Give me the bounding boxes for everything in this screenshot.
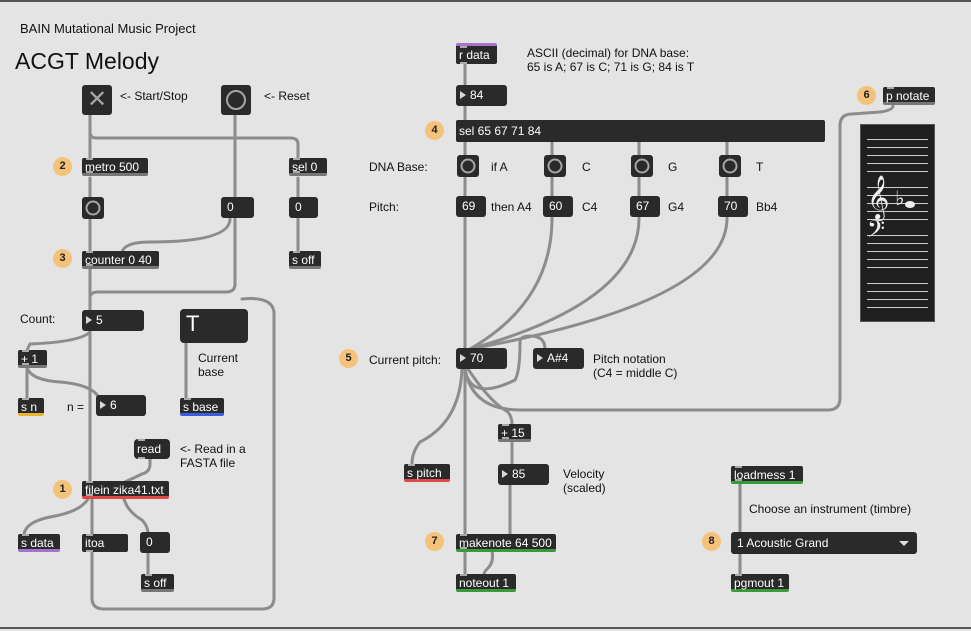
send-off-object[interactable]: s off <box>289 251 321 269</box>
bang-a-button[interactable] <box>457 155 479 177</box>
bang-t-button[interactable] <box>719 155 741 177</box>
makenote-object[interactable]: makenote 64 500 <box>456 534 556 552</box>
current-pitch-number[interactable]: 70 <box>456 348 507 369</box>
notation-staff: 𝄞 𝄢 ♭ <box>860 124 935 322</box>
counter-object[interactable]: counter 0 40 <box>82 251 159 269</box>
read-hint-label: <- Read in a FASTA file <box>180 442 246 470</box>
g4-label: G4 <box>668 200 685 214</box>
circle-icon <box>722 158 738 174</box>
if-a-label: if A <box>491 160 508 174</box>
sel-zero-object[interactable]: sel 0 <box>289 158 327 176</box>
current-base-display: T <box>180 309 248 343</box>
pitch-label: Pitch: <box>369 200 400 214</box>
step-badge-1: 1 <box>53 480 72 499</box>
send-off-object-2[interactable]: s off <box>141 574 174 592</box>
itoa-object[interactable]: itoa <box>82 534 128 552</box>
circle-icon <box>85 200 101 216</box>
then-a4-label: then A4 <box>491 200 532 214</box>
bang-button[interactable] <box>82 197 104 219</box>
velocity-number[interactable]: 85 <box>498 464 549 485</box>
treble-clef-icon: 𝄞 <box>867 175 890 219</box>
plus-one-object[interactable]: + 1 <box>18 350 47 368</box>
loadmess-object[interactable]: loadmess 1 <box>731 466 803 484</box>
current-base-label: Current base <box>198 351 239 379</box>
chevron-down-icon <box>899 541 909 546</box>
circle-icon <box>547 158 563 174</box>
dna-base-label: DNA Base: <box>369 160 428 174</box>
send-pitch-object[interactable]: s pitch <box>404 464 450 482</box>
reset-label: <- Reset <box>264 89 310 103</box>
plus-fifteen-object[interactable]: + 15 <box>498 424 531 442</box>
metro-object[interactable]: metro 500 <box>82 158 148 176</box>
g-label: G <box>668 160 678 174</box>
n-number-box[interactable]: 6 <box>96 395 146 416</box>
note-name-display[interactable]: A#4 <box>533 348 584 369</box>
receive-data-object[interactable]: r data <box>456 43 497 64</box>
bb4-label: Bb4 <box>756 200 778 214</box>
c4-label: C4 <box>582 200 598 214</box>
p-notate-object[interactable]: p notate <box>883 87 935 105</box>
pitch-g-number[interactable]: 67 <box>630 196 660 217</box>
instrument-menu-value: 1 Acoustic Grand <box>737 536 829 550</box>
note-head-icon <box>905 201 915 208</box>
select-bases-object[interactable]: sel 65 67 71 84 <box>456 120 825 142</box>
sel-number-box[interactable]: 0 <box>289 197 318 218</box>
read-message[interactable]: read <box>134 439 170 459</box>
step-badge-7: 7 <box>425 532 444 551</box>
start-stop-label: <- Start/Stop <box>120 89 188 103</box>
bang-g-button[interactable] <box>631 155 653 177</box>
pitch-a-number[interactable]: 69 <box>456 196 486 217</box>
send-data-object[interactable]: s data <box>18 534 60 552</box>
circle-icon <box>634 158 650 174</box>
velocity-label: Velocity (scaled) <box>563 467 606 495</box>
pitch-notation-label: Pitch notation (C4 = middle C) <box>593 352 678 380</box>
send-n-object[interactable]: s n <box>18 398 44 416</box>
t-label: T <box>756 160 764 174</box>
select-bases-label: sel 65 67 71 84 <box>459 124 542 138</box>
step-badge-3: 3 <box>53 249 72 268</box>
step-badge-2: 2 <box>53 157 72 176</box>
ascii-note: ASCII (decimal) for DNA base: 65 is A; 6… <box>527 46 695 74</box>
x-icon: ✕ <box>86 86 108 113</box>
step-badge-8: 8 <box>702 532 721 551</box>
step-badge-5: 5 <box>339 349 358 368</box>
start-stop-toggle[interactable]: ✕ <box>82 85 112 115</box>
current-pitch-label: Current pitch: <box>369 353 442 367</box>
circle-icon <box>226 90 246 110</box>
count-label: Count: <box>20 312 56 326</box>
reset-button[interactable] <box>221 85 251 115</box>
bang-c-button[interactable] <box>544 155 566 177</box>
n-equals-label: n = <box>67 400 85 414</box>
bass-clef-icon: 𝄢 <box>867 215 886 248</box>
send-base-object[interactable]: s base <box>180 398 224 416</box>
c-label: C <box>582 160 591 174</box>
circle-icon <box>460 158 476 174</box>
step-badge-6: 6 <box>857 86 876 105</box>
pgmout-object[interactable]: pgmout 1 <box>731 574 789 592</box>
pitch-t-number[interactable]: 70 <box>718 196 748 217</box>
patch-title: ACGT Melody <box>15 48 160 74</box>
reset-number-box[interactable]: 0 <box>221 197 254 218</box>
filein-object[interactable]: filein zika41.txt <box>82 481 169 499</box>
pitch-c-number[interactable]: 60 <box>543 196 573 217</box>
ascii-number-box[interactable]: 84 <box>456 85 507 106</box>
filein-zero-number[interactable]: 0 <box>140 532 170 553</box>
count-number-box[interactable]: 5 <box>82 310 144 331</box>
flat-icon: ♭ <box>895 186 905 210</box>
choose-instrument-label: Choose an instrument (timbre) <box>749 502 912 516</box>
step-badge-4: 4 <box>425 121 444 140</box>
noteout-object[interactable]: noteout 1 <box>456 574 516 592</box>
instrument-menu[interactable]: 1 Acoustic Grand <box>731 532 917 554</box>
project-label: BAIN Mutational Music Project <box>20 21 196 36</box>
